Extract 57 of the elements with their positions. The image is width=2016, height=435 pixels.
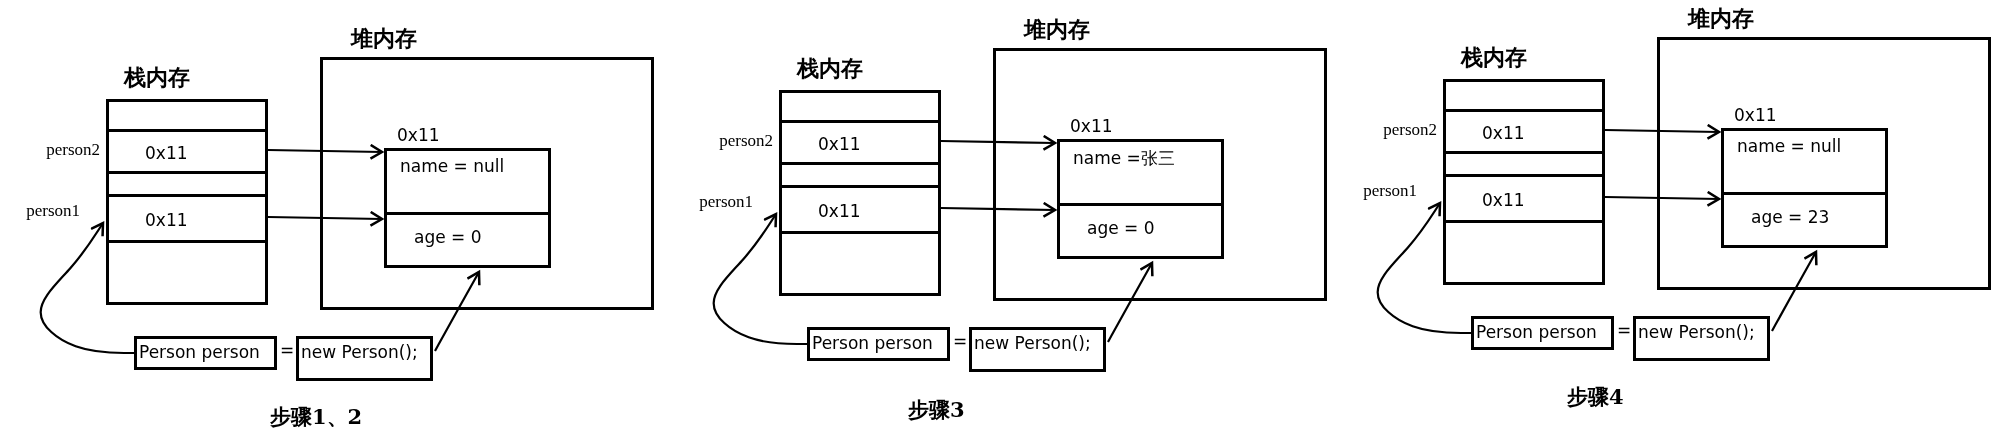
- variable-name: person1: [1363, 181, 1417, 201]
- arrow: [712, 212, 807, 346]
- field-text: name = null: [400, 156, 505, 176]
- code-box: [134, 336, 277, 370]
- code-box: [969, 327, 1106, 372]
- arrow: [434, 270, 481, 352]
- field-text: name =张三: [1073, 147, 1175, 170]
- arrow: [1605, 190, 1721, 207]
- memory-heading: 堆内存: [351, 25, 417, 53]
- address-value: 0x11: [818, 200, 861, 221]
- address-value: 0x11: [1482, 189, 1525, 210]
- arrow: [941, 201, 1057, 218]
- arrow: [268, 210, 384, 227]
- variable-name: person1: [26, 201, 80, 221]
- arrow: [1107, 261, 1154, 343]
- code-text: new Person();: [974, 333, 1091, 353]
- field-text: name = null: [1737, 136, 1842, 156]
- step-caption: 步骤1、2: [270, 403, 363, 431]
- memory-heading: 堆内存: [1024, 16, 1090, 44]
- arrow: [268, 143, 384, 160]
- memory-heading: 栈内存: [797, 55, 863, 83]
- variable-name: person2: [46, 140, 100, 160]
- address-label: 0x11: [397, 125, 440, 145]
- code-text: new Person();: [301, 342, 418, 362]
- code-box: [1633, 316, 1770, 361]
- code-box: [296, 336, 433, 381]
- field-text: age = 0: [1087, 218, 1155, 238]
- arrow: [39, 221, 134, 355]
- code-text: Person person: [1476, 322, 1597, 342]
- equals-sign: =: [1617, 320, 1632, 340]
- arrow: [1771, 250, 1818, 332]
- code-text: Person person: [139, 342, 260, 362]
- memory-heading: 栈内存: [124, 64, 190, 92]
- variable-name: person2: [1383, 120, 1437, 140]
- equals-sign: =: [953, 331, 968, 351]
- variable-name: person1: [699, 192, 753, 212]
- field-text: age = 23: [1751, 207, 1830, 227]
- code-text: new Person();: [1638, 322, 1755, 342]
- address-label: 0x11: [1070, 116, 1113, 136]
- arrow: [1605, 123, 1721, 140]
- address-value: 0x11: [1482, 122, 1525, 143]
- address-value: 0x11: [818, 133, 861, 154]
- address-value: 0x11: [145, 209, 188, 230]
- variable-name: person2: [719, 131, 773, 151]
- field-text: age = 0: [414, 227, 482, 247]
- arrow: [941, 134, 1057, 151]
- address-value: 0x11: [145, 142, 188, 163]
- address-label: 0x11: [1734, 105, 1777, 125]
- code-box: [807, 327, 950, 361]
- arrow: [1376, 201, 1471, 335]
- memory-heading: 堆内存: [1688, 5, 1754, 33]
- code-text: Person person: [812, 333, 933, 353]
- code-box: [1471, 316, 1614, 350]
- memory-heading: 栈内存: [1461, 44, 1527, 72]
- equals-sign: =: [280, 340, 295, 360]
- step-caption: 步骤4: [1567, 383, 1624, 411]
- step-caption: 步骤3: [908, 396, 965, 424]
